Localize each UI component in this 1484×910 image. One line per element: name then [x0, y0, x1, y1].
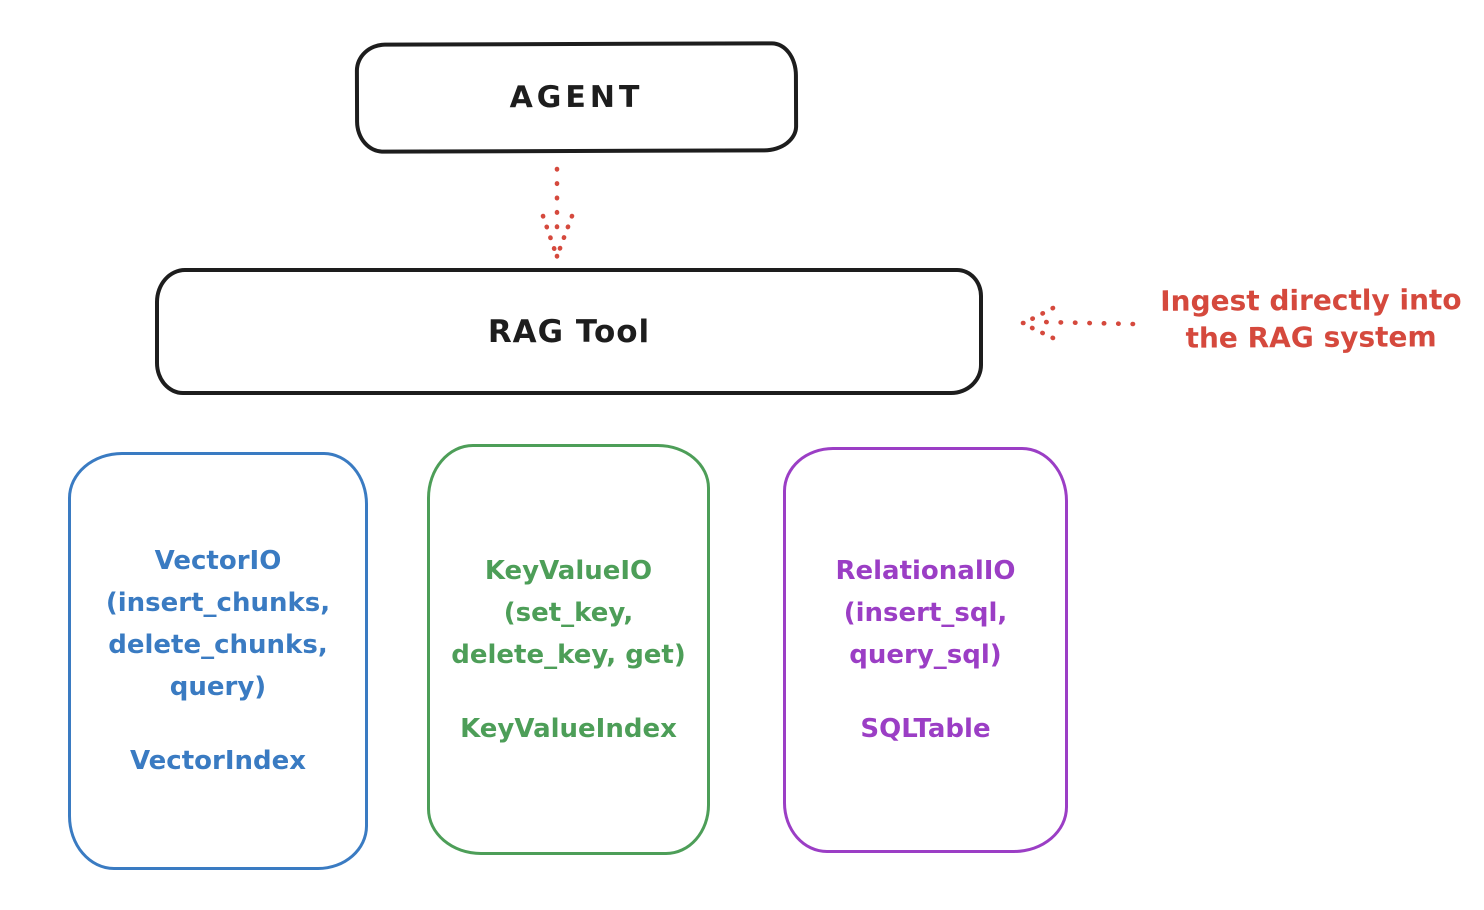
keyvalue-io-method-line: delete_key, get): [451, 639, 686, 670]
keyvalue-io-box: KeyValueIO (set_key, delete_key, get) Ke…: [427, 444, 710, 855]
rag-tool-box: RAG Tool: [155, 268, 983, 395]
keyvalue-io-method-line: (set_key,: [503, 597, 634, 628]
keyvalue-io-title: KeyValueIO: [484, 555, 653, 586]
relational-io-box: RelationalIO (insert_sql, query_sql) SQL…: [783, 447, 1068, 853]
vector-io-method-line: delete_chunks,: [108, 630, 328, 660]
relational-io-method-line: query_sql): [849, 640, 1002, 670]
ingest-annotation: Ingest directly into the RAG system: [1136, 281, 1484, 357]
agent-label: AGENT: [509, 79, 644, 116]
relational-io-title: RelationalIO: [835, 556, 1016, 586]
agent-to-rag-tool-arrow-icon: [540, 166, 575, 259]
relational-io-method-line: (insert_sql,: [843, 598, 1008, 628]
keyvalue-index-label: KeyValueIndex: [460, 713, 677, 744]
ingest-annotation-line-1: Ingest directly into: [1160, 283, 1462, 318]
vector-io-title: VectorIO: [154, 546, 282, 576]
vector-io-method-line: query): [169, 672, 267, 702]
ingest-annotation-line-2: the RAG system: [1185, 320, 1437, 355]
rag-tool-label: RAG Tool: [487, 313, 651, 350]
vector-io-method-line: (insert_chunks,: [105, 588, 331, 618]
sql-table-label: SQLTable: [860, 714, 991, 744]
agent-box: AGENT: [354, 41, 799, 154]
ingest-arrow-icon: [1020, 305, 1136, 341]
vector-index-label: VectorIndex: [129, 746, 307, 776]
vector-io-box: VectorIO (insert_chunks, delete_chunks, …: [68, 452, 368, 870]
